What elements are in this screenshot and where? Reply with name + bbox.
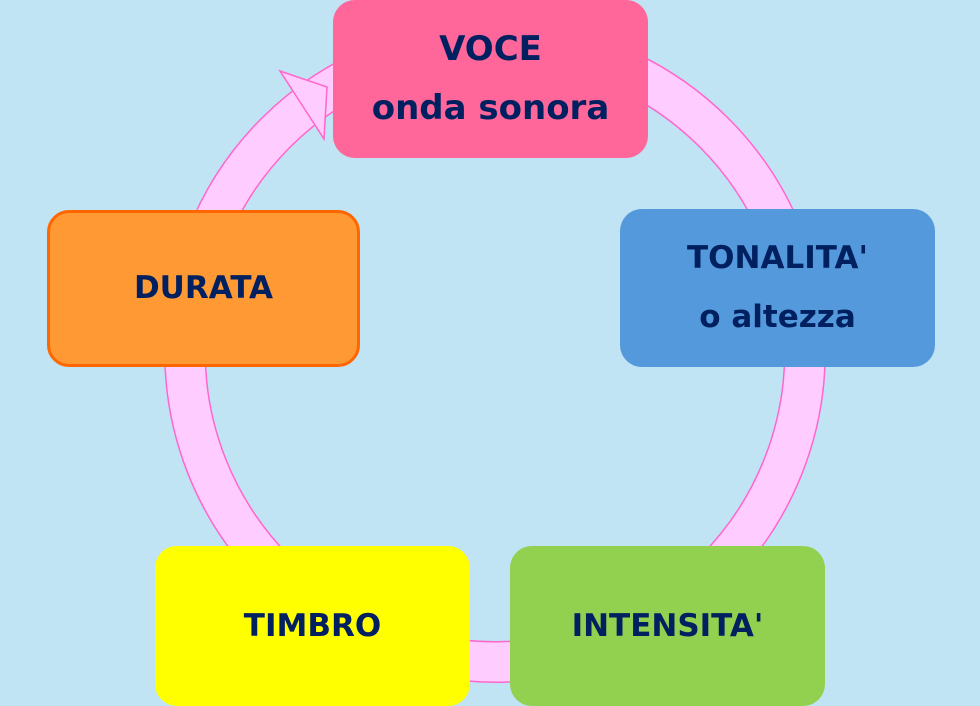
timbro-title: TIMBRO — [243, 607, 382, 644]
arrowhead-icon — [278, 69, 328, 142]
node-tonalita: TONALITA' o altezza — [620, 209, 935, 367]
node-durata: DURATA — [47, 210, 360, 367]
node-timbro: TIMBRO — [155, 546, 470, 706]
tonalita-subtitle: o altezza — [699, 299, 856, 335]
voce-title: VOCE — [439, 28, 542, 69]
node-voce: VOCE onda sonora — [333, 0, 648, 158]
tonalita-title: TONALITA' — [687, 240, 868, 277]
node-intensita: INTENSITA' — [510, 546, 825, 706]
durata-title: DURATA — [133, 270, 274, 307]
intensita-title: INTENSITA' — [571, 607, 764, 644]
voce-subtitle: onda sonora — [371, 88, 610, 128]
